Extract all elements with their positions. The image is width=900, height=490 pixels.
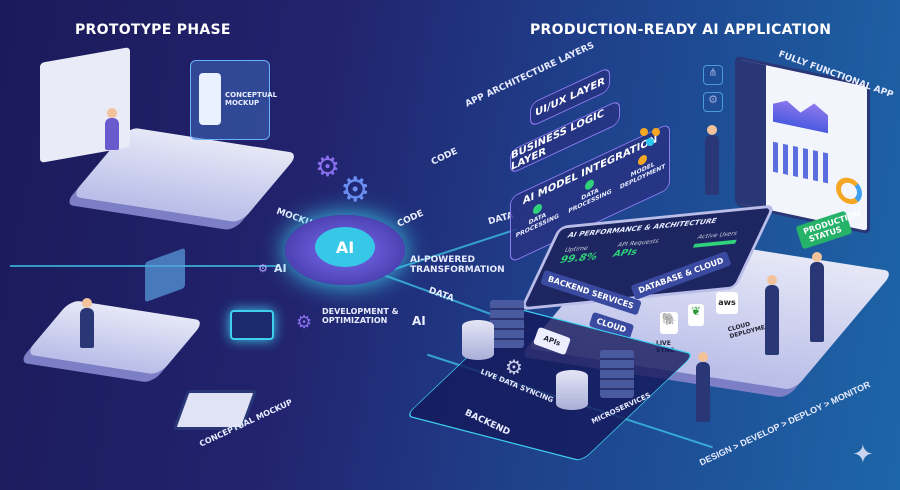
gears-icon: ⚙	[340, 170, 371, 210]
data-label: DATA	[427, 285, 456, 305]
team-person	[765, 275, 779, 355]
production-heading: PRODUCTION-READY AI APPLICATION	[530, 22, 832, 38]
sparkle-icon: ✦	[852, 440, 874, 470]
area-chart	[773, 92, 828, 134]
mongodb-icon: ❦	[688, 304, 704, 326]
postgres-icon: 🐘	[660, 312, 678, 334]
prototype-phase-heading: PROTOTYPE PHASE	[75, 22, 231, 38]
designer-person	[105, 108, 119, 150]
api-value: APIs	[610, 247, 639, 260]
step-item: DATA PROCESSING	[515, 194, 560, 240]
phone-icon	[199, 73, 221, 125]
code-label: CODE	[395, 208, 426, 230]
bar-chart	[773, 141, 828, 184]
active-users-bar	[692, 239, 737, 248]
database-icon	[462, 320, 494, 360]
ai-hub: AI	[285, 215, 405, 285]
chip-icon	[230, 310, 274, 340]
conceptual-mockup-label: CONCEPTUAL MOCKUP	[225, 91, 278, 107]
mockup-screens	[145, 247, 185, 303]
ai-small-label: AI	[274, 262, 287, 275]
desk-platform	[25, 299, 205, 376]
share-icon[interactable]: ⋔	[703, 65, 723, 85]
transformation-label: AI-POWERED TRANSFORMATION	[410, 255, 505, 275]
aws-icon: aws	[716, 292, 738, 314]
microservices-icon	[600, 350, 634, 398]
development-label: DEVELOPMENT & OPTIMIZATION	[322, 307, 399, 325]
network-icon	[640, 128, 648, 136]
gear-icon: ⚙	[258, 262, 268, 275]
presenter-person	[705, 125, 719, 195]
gear-icon: ⚙	[505, 355, 523, 379]
team-person	[696, 352, 710, 422]
ai-core-label: AI	[315, 227, 375, 267]
developer-person	[80, 298, 94, 348]
conceptual-mockup-card: CONCEPTUAL MOCKUP	[190, 60, 278, 140]
team-person	[810, 252, 824, 342]
gear-icon: ⚙	[296, 312, 313, 333]
database-icon	[556, 370, 588, 410]
gears-icon: ⚙	[315, 150, 341, 183]
app-sidebar	[738, 59, 766, 210]
donut-chart	[836, 175, 862, 207]
server-icon	[490, 300, 524, 348]
code-label: CODE	[429, 146, 460, 168]
ai-label: AI	[412, 314, 426, 328]
settings-icon[interactable]: ⚙	[703, 92, 723, 112]
pipeline-label: DESIGN > DEVELOP > DEPLOY > MONITOR	[697, 379, 872, 468]
